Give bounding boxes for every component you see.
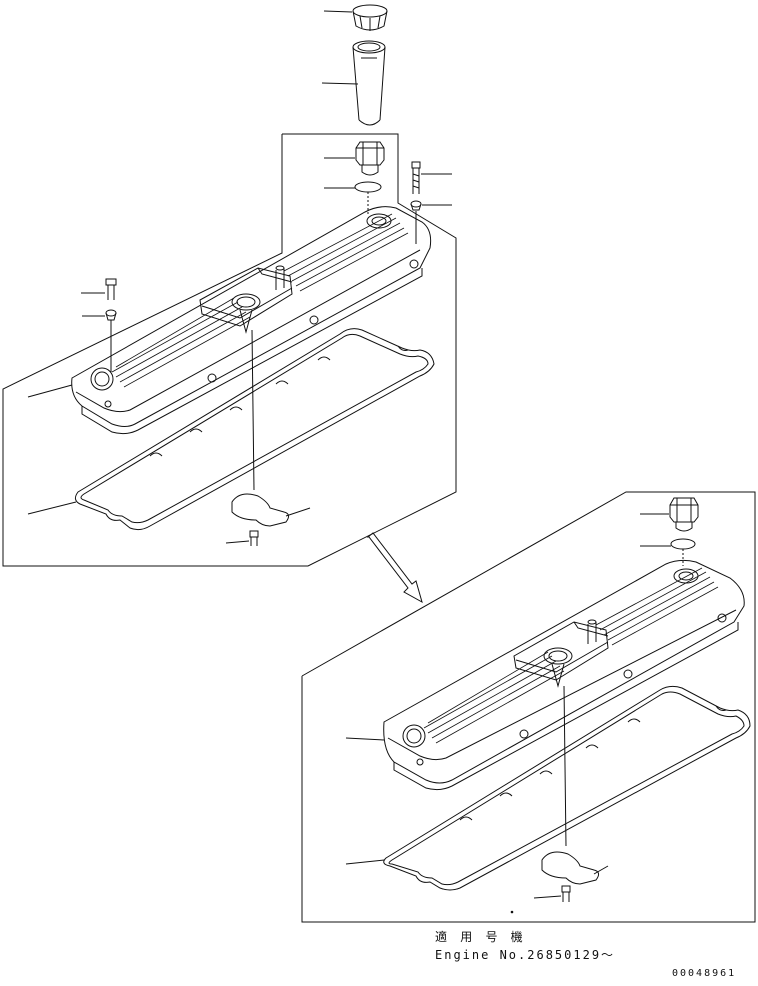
bottom-plate-part [542, 852, 608, 884]
bottom-o-ring-part [640, 539, 695, 566]
bottom-gasket [346, 686, 750, 890]
top-plate-part [232, 494, 310, 526]
top-valve-cover [28, 207, 431, 434]
stud-bolt-part [412, 162, 452, 194]
change-arrow [368, 533, 422, 602]
oil-filler-cap-part [324, 142, 384, 175]
left-bolt-part [81, 279, 116, 372]
bottom-assembly-frame [302, 492, 755, 922]
top-gasket [28, 329, 434, 530]
engine-number-label: Engine No.26850129～ [435, 948, 616, 962]
bottom-small-bolt [534, 886, 570, 902]
filler-tube-part [322, 41, 385, 125]
drawing-serial-number: 00048961 [672, 968, 737, 979]
bottom-filler-cap-part [640, 498, 698, 531]
o-ring-part [324, 182, 381, 192]
bottom-valve-cover [346, 560, 744, 789]
top-assembly-frame [3, 134, 456, 566]
filler-cap-part [324, 5, 387, 31]
applicable-serial-label: 適 用 号 機 [435, 930, 526, 944]
top-small-bolt [226, 531, 258, 546]
grommet-part [411, 201, 452, 244]
